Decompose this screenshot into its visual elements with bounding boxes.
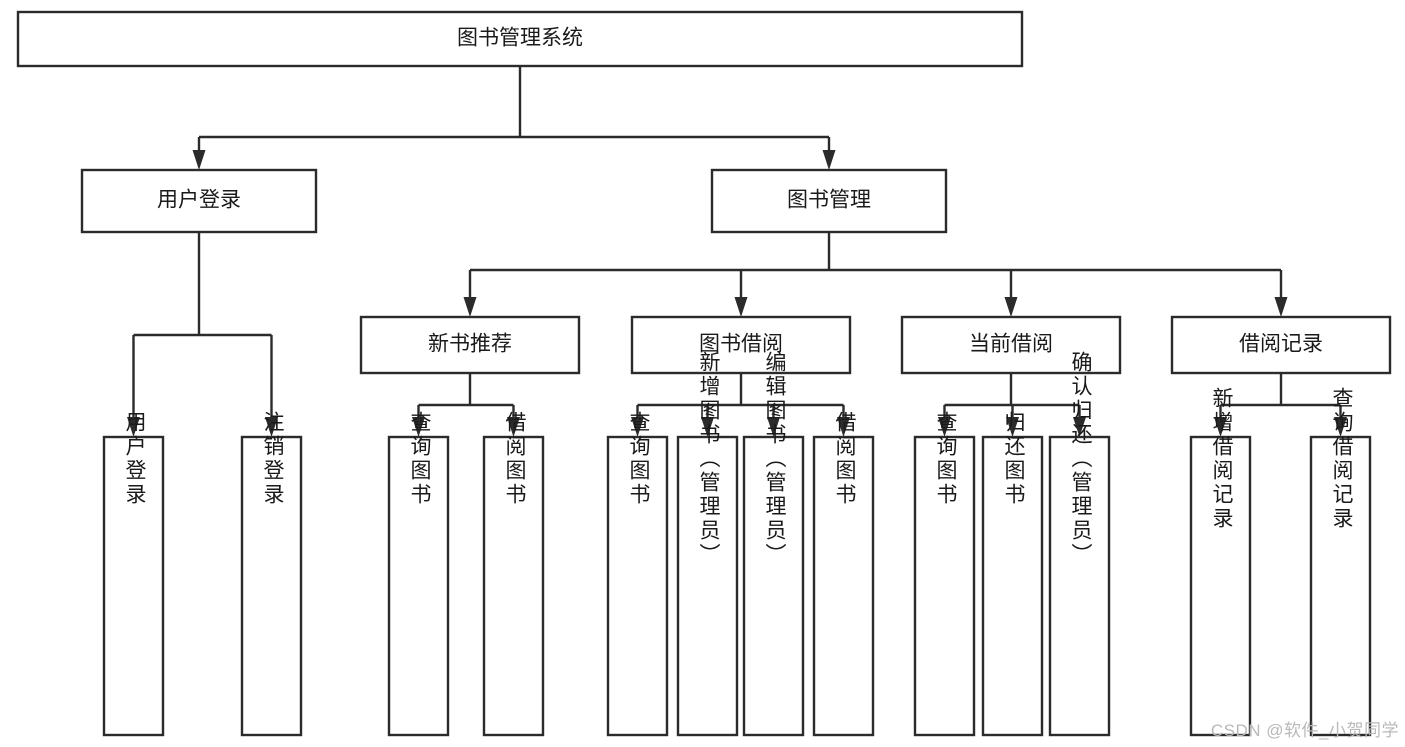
connector-group-book_manage [463,232,1288,317]
arrow-head-icon [1006,417,1019,437]
node-leaf-query-book-cur[interactable]: 查询图书 [913,411,976,737]
node-leaf-borrow-book[interactable]: 借阅图书 [812,411,875,737]
node-leaf-logout[interactable]: 注销登录 [240,411,303,737]
watermark-label: CSDN @软件_小贺同学 [1210,721,1399,740]
node-box[interactable] [676,435,739,737]
node-box[interactable] [981,435,1044,737]
node-box[interactable] [913,435,976,737]
node-leaf-query-book-borrow[interactable]: 查询图书 [606,411,669,737]
arrow-head-icon [734,297,748,317]
arrow-head-icon [1073,417,1086,437]
node-book-borrow[interactable]: 图书借阅 [630,315,852,375]
node-label: 编辑图书（管理员） [763,351,787,567]
connector-group-book_borrow [631,373,850,437]
node-label: 借阅图书 [503,411,527,507]
node-leaf-add-book[interactable]: 新增图书（管理员） [676,351,739,737]
node-leaf-query-book-rec[interactable]: 查询图书 [387,411,450,737]
node-leaf-query-record[interactable]: 查询借阅记录 [1309,387,1372,737]
node-box[interactable] [742,435,805,737]
node-box[interactable] [102,435,165,737]
connector-group-new_book_rec [412,373,520,437]
node-layer: 图书管理系统用户登录图书管理新书推荐图书借阅当前借阅借阅记录用户登录注销登录查询… [16,10,1392,737]
node-leaf-borrow-book-rec[interactable]: 借阅图书 [482,411,545,737]
connector-layer [127,66,1347,437]
arrow-head-icon [1214,417,1227,437]
node-label: 查询图书 [627,411,651,507]
node-label: 当前借阅 [969,333,1053,356]
arrow-head-icon [767,417,780,437]
node-box[interactable] [812,435,875,737]
node-label: 确认归还（管理员） [1069,351,1093,567]
arrow-head-icon [192,150,206,170]
node-label: 用户登录 [123,411,147,507]
node-label: 查询图书 [408,411,432,507]
node-label: 图书管理 [787,189,871,212]
connector-group-root [192,66,836,170]
node-box[interactable] [710,168,948,234]
node-box[interactable] [80,168,318,234]
node-leaf-return-book[interactable]: 归还图书 [981,411,1044,737]
node-box[interactable] [16,10,1024,68]
arrow-head-icon [837,417,850,437]
node-box[interactable] [1309,435,1372,737]
node-borrow-record[interactable]: 借阅记录 [1170,315,1392,375]
connector-group-user_login [127,232,278,437]
node-label: 归还图书 [1002,411,1026,507]
node-leaf-edit-book[interactable]: 编辑图书（管理员） [742,351,805,737]
node-label: 查询借阅记录 [1330,387,1354,531]
node-box[interactable] [900,315,1122,375]
arrow-head-icon [1004,297,1018,317]
connector-group-current_borrow [938,373,1086,437]
arrow-head-icon [265,417,278,437]
node-box[interactable] [482,435,545,737]
node-leaf-add-record[interactable]: 新增借阅记录 [1189,387,1252,737]
node-label: 新增借阅记录 [1210,387,1234,531]
node-label: 借阅记录 [1239,333,1323,356]
arrow-head-icon [463,297,477,317]
node-box[interactable] [630,315,852,375]
arrow-head-icon [507,417,520,437]
connector-group-borrow_record [1214,373,1347,437]
arrow-head-icon [1334,417,1347,437]
node-label: 注销登录 [261,411,285,507]
node-box[interactable] [1189,435,1252,737]
arrow-head-icon [412,417,425,437]
arrow-head-icon [938,417,951,437]
arrow-head-icon [631,417,644,437]
arrow-head-icon [1274,297,1288,317]
node-box[interactable] [359,315,581,375]
node-label: 新增图书（管理员） [697,351,721,567]
arrow-head-icon [127,417,140,437]
node-box[interactable] [387,435,450,737]
node-label: 图书管理系统 [457,27,583,50]
node-label: 用户登录 [157,189,241,212]
arrow-head-icon [822,150,836,170]
node-label: 图书借阅 [699,333,783,356]
node-new-book-rec[interactable]: 新书推荐 [359,315,581,375]
node-book-manage[interactable]: 图书管理 [710,168,948,234]
node-leaf-confirm-return[interactable]: 确认归还（管理员） [1048,351,1111,737]
node-user-login[interactable]: 用户登录 [80,168,318,234]
node-label: 新书推荐 [428,333,512,356]
arrow-head-icon [701,417,714,437]
node-box[interactable] [240,435,303,737]
node-root[interactable]: 图书管理系统 [16,10,1024,68]
node-current-borrow[interactable]: 当前借阅 [900,315,1122,375]
node-label: 借阅图书 [833,411,857,507]
node-box[interactable] [606,435,669,737]
node-leaf-user-login[interactable]: 用户登录 [102,411,165,737]
node-box[interactable] [1048,435,1111,737]
node-label: 查询图书 [934,411,958,507]
node-box[interactable] [1170,315,1392,375]
